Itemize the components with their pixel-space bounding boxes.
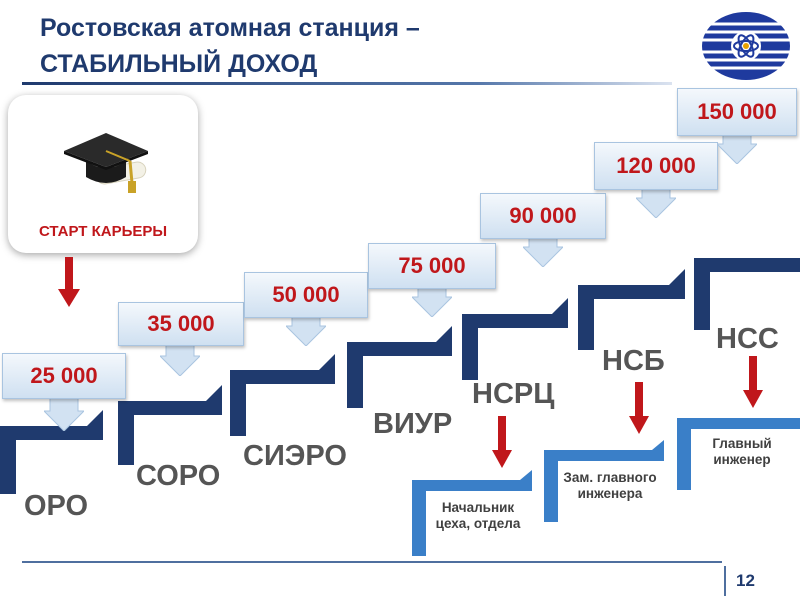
salary-callout-2: 35 000 bbox=[118, 302, 244, 376]
step-nsrc-tip bbox=[552, 298, 568, 314]
footer-divider bbox=[22, 561, 722, 563]
step-nsb-tip bbox=[669, 269, 685, 285]
down-arrow-icon bbox=[492, 416, 512, 468]
down-arrow-icon bbox=[743, 356, 763, 408]
down-arrow-icon bbox=[58, 257, 80, 307]
step-siero bbox=[230, 370, 335, 436]
position-label-head-of-shop: Начальник цеха, отдела bbox=[435, 500, 521, 531]
step-viur bbox=[347, 342, 452, 408]
page-subtitle: СТАБИЛЬНЫЙ ДОХОД bbox=[40, 50, 318, 78]
salary-callout-7: 150 000 bbox=[677, 88, 797, 164]
graduation-cap-icon bbox=[64, 133, 148, 193]
step-siero-tip bbox=[319, 354, 335, 370]
page-number: 12 bbox=[736, 571, 755, 590]
salary-value: 75 000 bbox=[368, 243, 496, 289]
position-steps bbox=[412, 418, 800, 556]
callout-pointer bbox=[412, 285, 452, 317]
salary-callout-3: 50 000 bbox=[244, 272, 368, 346]
callout-pointer bbox=[160, 344, 200, 376]
salary-value: 150 000 bbox=[677, 88, 797, 136]
step-chief-engineer bbox=[677, 418, 800, 490]
salary-value: 50 000 bbox=[244, 272, 368, 318]
salary-callout-6: 120 000 bbox=[594, 142, 718, 218]
level-label-viur: ВИУР bbox=[373, 408, 453, 440]
callout-pointer bbox=[523, 235, 563, 267]
level-label-siero: СИЭРО bbox=[243, 440, 347, 472]
salary-callout-4: 75 000 bbox=[368, 243, 496, 317]
step-head-of-shop bbox=[412, 480, 532, 556]
level-label-nsb: НСБ bbox=[602, 345, 665, 377]
position-label-chief-engineer: Главный инженер bbox=[712, 436, 772, 467]
salary-value: 90 000 bbox=[480, 193, 606, 239]
career-start-card: СТАРТ КАРЬЕРЫ bbox=[8, 95, 198, 253]
callout-pointer bbox=[717, 132, 757, 164]
down-arrow-icon bbox=[629, 382, 649, 434]
step-soro bbox=[118, 401, 222, 465]
step-soro-tip bbox=[206, 385, 222, 401]
salary-callout-5: 90 000 bbox=[480, 193, 606, 267]
step-viur-tip bbox=[436, 326, 452, 342]
step-nss bbox=[694, 258, 800, 330]
level-label-oro: ОРО bbox=[24, 490, 89, 522]
level-label-nsrc: НСРЦ bbox=[472, 378, 555, 410]
career-start-label: СТАРТ КАРЬЕРЫ bbox=[38, 223, 168, 240]
callout-pointer bbox=[44, 397, 84, 431]
title-divider bbox=[22, 82, 672, 85]
step-oro-tip bbox=[87, 410, 103, 426]
callout-pointer bbox=[636, 186, 676, 218]
level-label-soro: СОРО bbox=[136, 460, 221, 492]
salary-callout-1: 25 000 bbox=[2, 353, 126, 431]
step-deputy-chief-engineer bbox=[544, 450, 664, 522]
salary-value: 35 000 bbox=[118, 302, 244, 346]
salary-value: 120 000 bbox=[594, 142, 718, 190]
step-nsrc bbox=[462, 314, 568, 380]
level-label-nss: НСС bbox=[716, 323, 779, 355]
callout-pointer bbox=[286, 314, 326, 346]
footer-separator bbox=[724, 566, 726, 596]
level-steps bbox=[0, 258, 800, 494]
company-logo bbox=[702, 12, 790, 80]
page-title: Ростовская атомная станция – bbox=[40, 14, 420, 42]
salary-value: 25 000 bbox=[2, 353, 126, 399]
position-label-deputy-chief-engineer: Зам. главного инженера bbox=[563, 470, 657, 501]
step-nsb bbox=[578, 285, 685, 350]
step-oro bbox=[0, 426, 103, 494]
